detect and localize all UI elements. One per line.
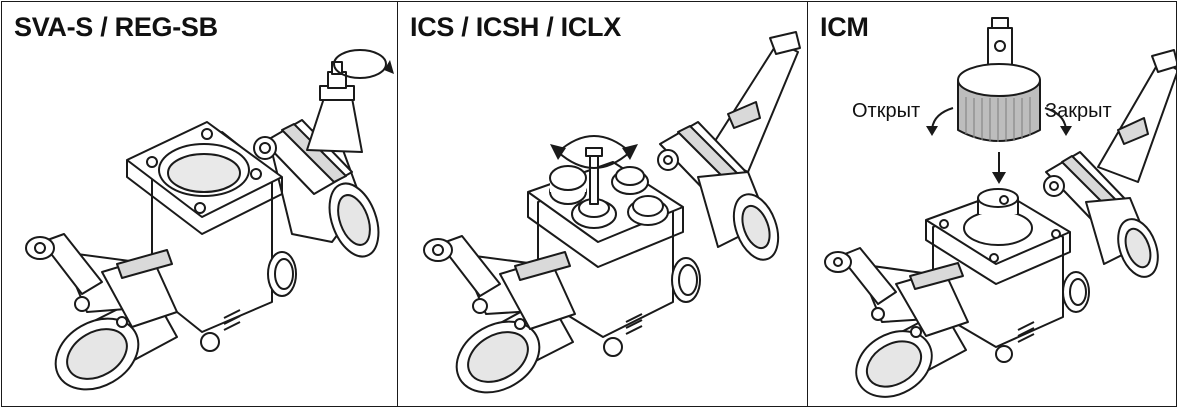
valve-drawing-ics <box>423 31 801 394</box>
valve-drawing-icm <box>824 17 1176 398</box>
panel-title: ICM <box>820 12 869 42</box>
panel-title: ICS / ICSH / ICLX <box>410 12 621 42</box>
rotation-arrow-icon <box>333 49 387 79</box>
label-open: Открыт <box>852 100 921 122</box>
panel-sva-s-reg-sb: SVA-S / REG-SB <box>1 1 399 407</box>
down-arrow-icon <box>992 152 1006 184</box>
rotation-arrow-icon <box>557 135 631 169</box>
panel-title: SVA-S / REG-SB <box>14 12 218 42</box>
panel-icm: ICM Открыт Закрыт <box>807 1 1177 407</box>
panel-ics-icsh-iclx: ICS / ICSH / ICLX <box>397 1 809 407</box>
label-close: Закрыт <box>1045 100 1112 122</box>
valve-drawing-manual <box>25 49 394 391</box>
